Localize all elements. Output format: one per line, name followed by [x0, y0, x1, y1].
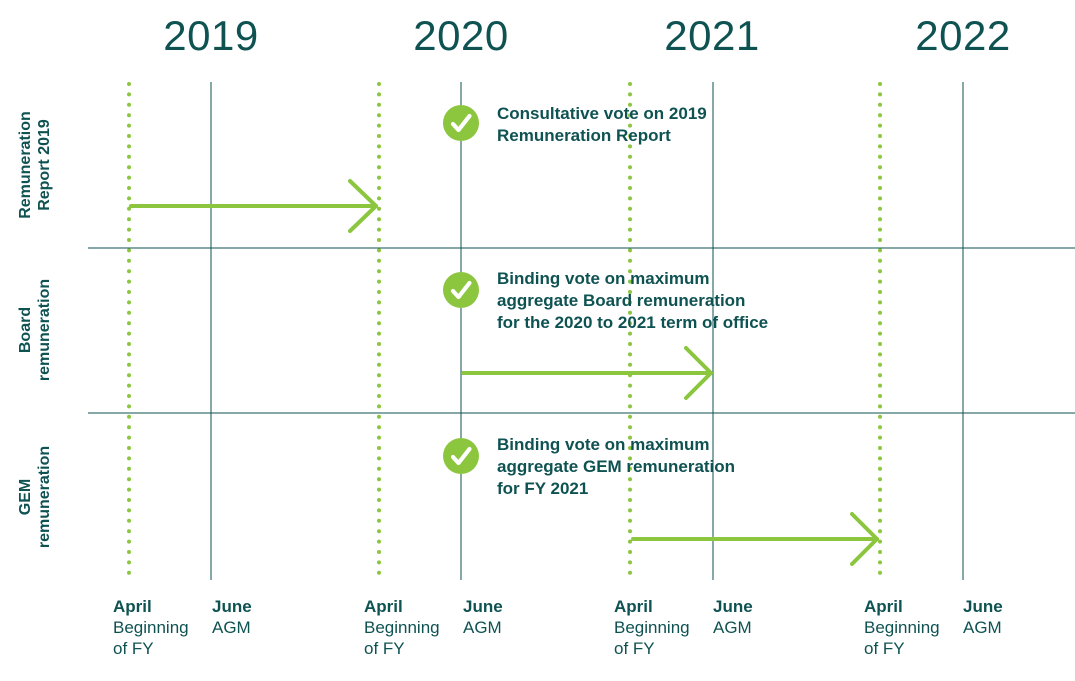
event-line: Binding vote on maximum	[497, 435, 710, 454]
row-label-line: Board	[17, 306, 34, 354]
april-caption: of FY	[364, 639, 405, 658]
april-marker-2020: April Beginning of FY	[364, 596, 474, 659]
event-line: Consultative vote on 2019	[497, 104, 707, 123]
event-line: Binding vote on maximum	[497, 269, 710, 288]
april-title: April	[364, 597, 403, 616]
arrow-gem-remuneration	[631, 512, 879, 566]
april-caption: of FY	[113, 639, 154, 658]
june-caption: AGM	[212, 618, 251, 637]
april-marker-2019: April Beginning of FY	[113, 596, 223, 659]
june-title: June	[463, 597, 503, 616]
june-marker-2019: June AGM	[212, 596, 322, 638]
check-circle-icon	[443, 272, 479, 308]
event-line: for the 2020 to 2021 term of office	[497, 313, 769, 332]
check-circle-icon	[443, 105, 479, 141]
april-title: April	[614, 597, 653, 616]
event-line: Remuneration Report	[497, 126, 671, 145]
check-circle-icon	[443, 438, 479, 474]
april-caption: of FY	[614, 639, 655, 658]
june-caption: AGM	[463, 618, 502, 637]
row-label-board-remuneration: Board remuneration	[16, 250, 54, 410]
arrow-remuneration-report	[129, 179, 378, 233]
row-label-line: remuneration	[36, 445, 53, 549]
row-label-line: remuneration	[36, 278, 53, 382]
event-line: for FY 2021	[497, 479, 589, 498]
event-text-remuneration-report: Consultative vote on 2019 Remuneration R…	[497, 103, 707, 147]
april-marker-2021: April Beginning of FY	[614, 596, 724, 659]
year-heading-2022: 2022	[915, 12, 1011, 59]
april-caption: Beginning	[864, 618, 940, 637]
year-heading-2021: 2021	[664, 12, 760, 59]
event-text-board-remuneration: Binding vote on maximum aggregate Board …	[497, 268, 768, 334]
event-line: aggregate GEM remuneration	[497, 457, 736, 476]
april-title: April	[864, 597, 903, 616]
june-title: June	[713, 597, 753, 616]
event-line: aggregate Board remuneration	[497, 291, 746, 310]
june-title: June	[212, 597, 252, 616]
june-caption: AGM	[963, 618, 1002, 637]
year-heading-2019: 2019	[163, 12, 259, 59]
june-title: June	[963, 597, 1003, 616]
june-marker-2020: June AGM	[463, 596, 573, 638]
row-label-gem-remuneration: GEM remuneration	[16, 417, 54, 577]
april-caption: of FY	[864, 639, 905, 658]
row-label-line: Remuneration	[17, 111, 34, 219]
april-caption: Beginning	[113, 618, 189, 637]
june-marker-2022: June AGM	[963, 596, 1073, 638]
april-caption: Beginning	[614, 618, 690, 637]
april-caption: Beginning	[364, 618, 440, 637]
year-heading-2020: 2020	[413, 12, 509, 59]
june-caption: AGM	[713, 618, 752, 637]
row-label-remuneration-report: Remuneration Report 2019	[16, 85, 54, 245]
event-text-gem-remuneration: Binding vote on maximum aggregate GEM re…	[497, 434, 735, 500]
april-title: April	[113, 597, 152, 616]
row-label-line: GEM	[17, 478, 34, 516]
row-label-line: Report 2019	[36, 119, 53, 211]
arrow-board-remuneration	[461, 346, 713, 400]
june-marker-2021: June AGM	[713, 596, 823, 638]
april-marker-2022: April Beginning of FY	[864, 596, 974, 659]
